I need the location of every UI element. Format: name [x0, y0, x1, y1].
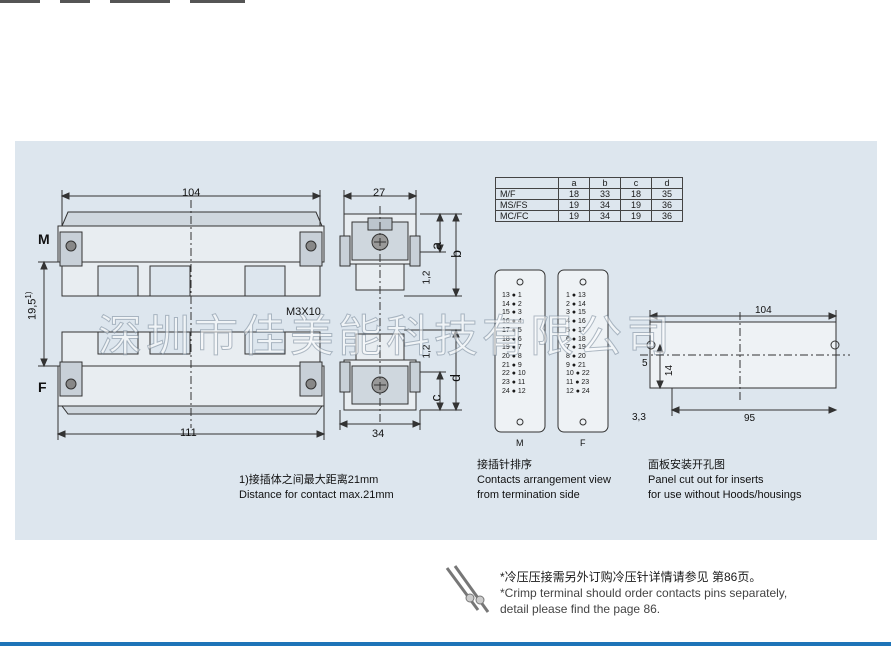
dim-b: b [447, 250, 464, 258]
table-row: MC/FC 19 34 19 36 [495, 210, 683, 222]
dim-top-width: 104 [182, 187, 201, 199]
table-cell: MC/FC [495, 210, 559, 222]
pin-number-row: 11 ● 23 [566, 379, 590, 387]
table-cell: 18 [620, 188, 652, 200]
pin-number-row: 24 ● 12 [502, 387, 526, 395]
pin-number-row: 19 ● 7 [502, 344, 522, 352]
pin-number-row: 12 ● 24 [566, 387, 590, 395]
dim-1-2-top: 1,2 [421, 270, 433, 285]
table-cell: 19 [620, 210, 652, 222]
pin-number-row: 21 ● 9 [502, 361, 522, 369]
dim-gap: 19,51) [24, 291, 39, 320]
contacts-caption-en2: from termination side [477, 489, 580, 501]
table-cell: M/F [495, 188, 559, 200]
table-cell: 36 [651, 210, 683, 222]
pin-number-row: 5 ● 17 [566, 326, 586, 334]
pin-number-row: 17 ● 5 [502, 326, 522, 334]
pin-number-row: 2 ● 14 [566, 300, 586, 308]
pin-number-row: 15 ● 3 [502, 309, 522, 317]
dim-d: d [446, 374, 463, 382]
pin-number-row: 8 ● 20 [566, 352, 586, 360]
table-row: MS/FS 19 34 19 36 [495, 199, 683, 211]
cutout-width-bottom: 95 [744, 413, 756, 424]
table-header-cell: c [620, 177, 652, 189]
contacts-caption-en1: Contacts arrangement view [477, 474, 611, 486]
table-cell: 19 [558, 199, 590, 211]
dim-side-bottom: 34 [372, 428, 385, 440]
dim-bottom-width: 111 [180, 427, 197, 439]
table-cell: MS/FS [495, 199, 559, 211]
distance-caption-en: Distance for contact max.21mm [239, 489, 394, 501]
f-row-label: F [38, 379, 47, 395]
table-cell: 19 [558, 210, 590, 222]
table-cell: 35 [651, 188, 683, 200]
table-header-row: a b c d [495, 177, 683, 189]
pin-number-row: 14 ● 2 [502, 300, 522, 308]
cutout-height-14: 14 [664, 364, 676, 377]
table-header-cell: d [651, 177, 683, 189]
table-header-cell: a [558, 177, 590, 189]
m-row-label: M [38, 231, 50, 247]
distance-caption-cn: 1)接插体之间最大距离21mm [239, 474, 379, 486]
bottom-accent-bar [0, 642, 891, 646]
table-cell: 19 [620, 199, 652, 211]
top-crop-strip [0, 0, 260, 6]
dimension-table: a b c d M/F 18 33 18 35 MS/FS 19 34 19 3… [495, 177, 683, 222]
table-header-cell [495, 177, 559, 189]
cutout-left-5: 5 [642, 358, 648, 369]
pin-number-row: 6 ● 18 [566, 335, 586, 343]
table-cell: 18 [558, 188, 590, 200]
pin-number-row: 4 ● 16 [566, 318, 586, 326]
panel-caption-en2: for use without Hoods/housings [648, 489, 802, 501]
dim-c: c [427, 394, 444, 402]
dim-side-top: 27 [373, 187, 386, 199]
dim-a: a [427, 242, 444, 250]
table-cell: 34 [589, 199, 621, 211]
footer-note-cn: *冷压压接需另外订购冷压针详情请参见 第86页。 [500, 570, 762, 584]
pin-number-row: 3 ● 15 [566, 309, 586, 317]
contacts-caption-cn: 接插针排序 [477, 459, 532, 471]
pin-number-row: 7 ● 19 [566, 344, 586, 352]
m-pin-block [494, 269, 546, 433]
pin-number-row: 9 ● 21 [566, 361, 586, 369]
panel-caption-en1: Panel cut out for inserts [648, 474, 764, 486]
pin-number-row: 22 ● 10 [502, 370, 526, 378]
m-pin-block-label: M [516, 438, 524, 448]
table-row: M/F 18 33 18 35 [495, 188, 683, 200]
table-cell: 34 [589, 210, 621, 222]
pin-number-row: 10 ● 22 [566, 370, 590, 378]
pin-number-row: 1 ● 13 [566, 292, 586, 299]
f-pin-block-label: F [580, 438, 586, 448]
crimp-pins-illustration [445, 565, 490, 613]
panel-cutout [640, 310, 850, 416]
cutout-width-top: 104 [755, 305, 772, 316]
footer-note-en2: detail please find the page 86. [500, 602, 661, 616]
footer-note-en1: *Crimp terminal should order contacts pi… [500, 586, 788, 600]
cutout-offset: 3,3 [632, 412, 646, 423]
f-pin-block [557, 269, 609, 433]
pin-number-row: 18 ● 6 [502, 335, 522, 343]
screw-label: M3X10 [286, 306, 321, 318]
pin-number-row: 23 ● 11 [502, 379, 526, 387]
dim-1-2-bottom: 1,2 [421, 344, 433, 359]
pin-number-row: 13 ● 1 [502, 292, 522, 299]
panel-caption-cn: 面板安装开孔图 [648, 459, 725, 471]
pin-number-row: 20 ● 8 [502, 352, 522, 360]
table-cell: 33 [589, 188, 621, 200]
pin-number-row: 16 ● 4 [502, 318, 522, 326]
table-header-cell: b [589, 177, 621, 189]
table-cell: 36 [651, 199, 683, 211]
